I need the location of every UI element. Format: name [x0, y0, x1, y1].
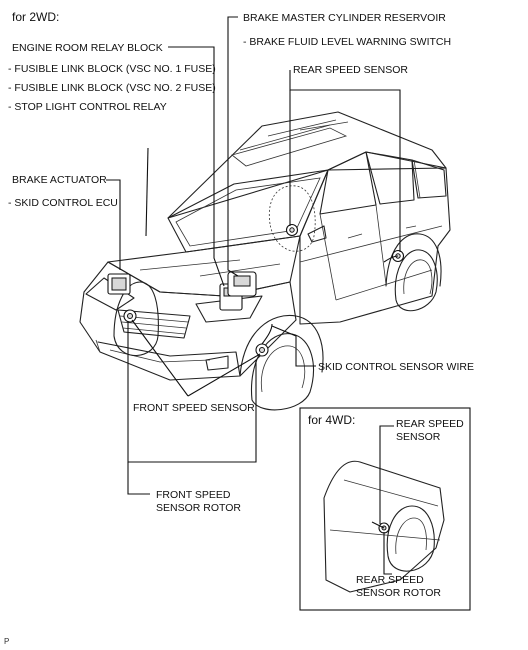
engine-room-relay-block-label: ENGINE ROOM RELAY BLOCK — [12, 42, 163, 54]
skid-control-sensor-wire-part — [261, 255, 399, 345]
rear-speed-sensor-4wd-label-line1: REAR SPEED — [396, 418, 464, 430]
for-2wd-label: for 2WD: — [12, 10, 59, 24]
front-speed-sensor-rotor-label-line2: SENSOR ROTOR — [156, 502, 241, 514]
rear-speed-sensor-left-part — [285, 223, 299, 237]
skid-control-ecu-label: - SKID CONTROL ECU — [8, 197, 118, 209]
brake-fluid-level-warning-switch-label: - BRAKE FLUID LEVEL WARNING SWITCH — [243, 36, 451, 48]
fusible-link-block-2-label: - FUSIBLE LINK BLOCK (VSC NO. 2 FUSE) — [8, 82, 216, 94]
rear-speed-sensor-label: REAR SPEED SENSOR — [293, 64, 408, 76]
for-4wd-label: for 4WD: — [308, 413, 355, 427]
front-speed-sensor-label: FRONT SPEED SENSOR — [133, 402, 255, 414]
rear-speed-sensor-rotor-label-line1: REAR SPEED — [356, 574, 424, 586]
fusible-link-block-1-label: - FUSIBLE LINK BLOCK (VSC NO. 1 FUSE) — [8, 63, 216, 75]
brake-master-cylinder-reservoir-label: BRAKE MASTER CYLINDER RESERVOIR — [243, 12, 446, 24]
leader-lines — [106, 16, 401, 495]
inset-4wd — [299, 407, 471, 611]
skid-control-sensor-wire-label: SKID CONTROL SENSOR WIRE — [318, 361, 474, 373]
rear-speed-sensor-4wd-label-line2: SENSOR — [396, 431, 441, 443]
front-speed-sensor-rotor-label-line1: FRONT SPEED — [156, 489, 231, 501]
rear-speed-sensor-rotor-label-line2: SENSOR ROTOR — [356, 587, 441, 599]
corner-code-label: P — [4, 637, 9, 646]
front-speed-sensor-right-part — [255, 343, 269, 357]
vehicle-illustration — [79, 111, 451, 411]
brake-actuator-label: BRAKE ACTUATOR — [12, 174, 107, 186]
brake-master-cylinder-part — [227, 271, 257, 297]
brake-actuator-part — [107, 273, 131, 295]
front-speed-sensor-left-part — [123, 309, 137, 323]
stop-light-control-relay-label: - STOP LIGHT CONTROL RELAY — [8, 101, 167, 113]
